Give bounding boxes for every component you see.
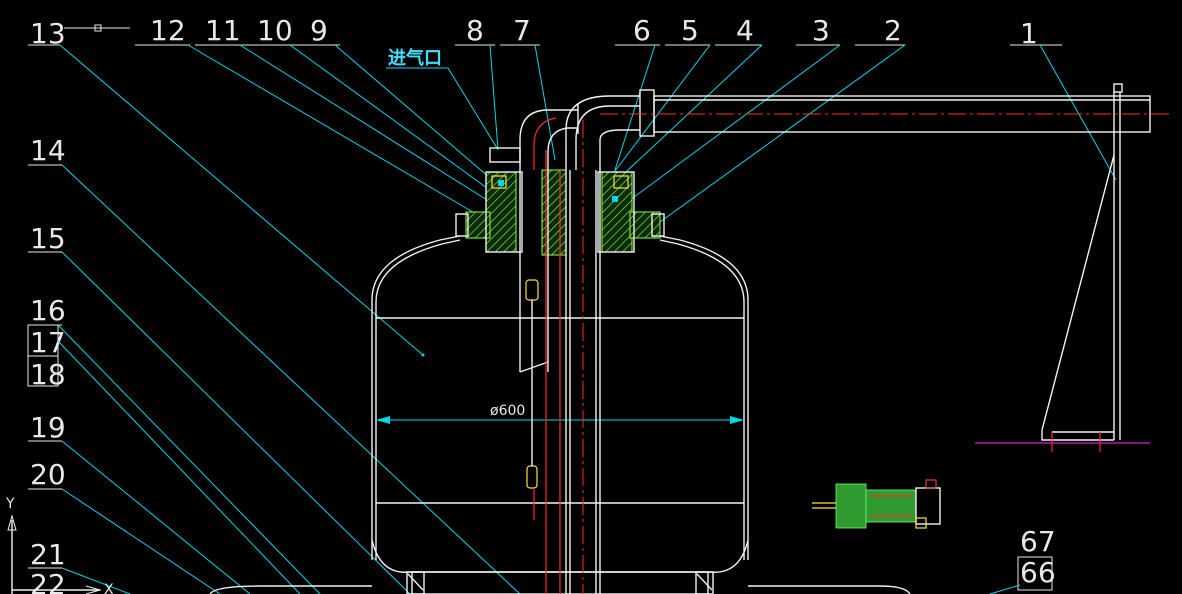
part-label-1: 1 bbox=[1020, 17, 1038, 50]
part-label-14: 14 bbox=[30, 134, 66, 167]
axis-x-label: X bbox=[104, 582, 114, 594]
part-label-10: 10 bbox=[257, 14, 293, 47]
part-label-6: 6 bbox=[633, 14, 651, 47]
part-label-17: 17 bbox=[30, 326, 66, 359]
part-label-2: 2 bbox=[884, 14, 902, 47]
part-label-67: 67 bbox=[1020, 525, 1056, 558]
part-labels-top: 1 2 3 4 5 6 7 8 9 10 11 12 13 进气口 bbox=[30, 14, 1038, 69]
part-label-12: 12 bbox=[150, 14, 186, 47]
part-label-16: 16 bbox=[30, 294, 66, 327]
part-label-19: 19 bbox=[30, 411, 66, 444]
part-label-3: 3 bbox=[812, 14, 830, 47]
part-label-20: 20 bbox=[30, 458, 66, 491]
part-label-21: 21 bbox=[30, 538, 66, 571]
part-label-11: 11 bbox=[205, 14, 241, 47]
part-label-7: 7 bbox=[513, 14, 531, 47]
detail-component bbox=[812, 479, 941, 529]
part-label-8: 8 bbox=[466, 14, 484, 47]
axis-y-label: Y bbox=[5, 496, 15, 512]
leader-lines bbox=[57, 44, 1117, 594]
diameter-label: ø600 bbox=[490, 403, 525, 419]
part-label-4: 4 bbox=[736, 14, 754, 47]
part-label-5: 5 bbox=[681, 14, 699, 47]
part-label-9: 9 bbox=[310, 14, 328, 47]
label-boxes-left bbox=[27, 164, 1053, 591]
inlet-label: 进气口 bbox=[388, 47, 442, 69]
pipes bbox=[519, 83, 1172, 594]
ucs-axis-icon: Y X bbox=[5, 496, 114, 594]
label-underlines-top bbox=[28, 24, 1062, 69]
part-label-15: 15 bbox=[30, 222, 66, 255]
part-label-66: 66 bbox=[1020, 556, 1056, 589]
